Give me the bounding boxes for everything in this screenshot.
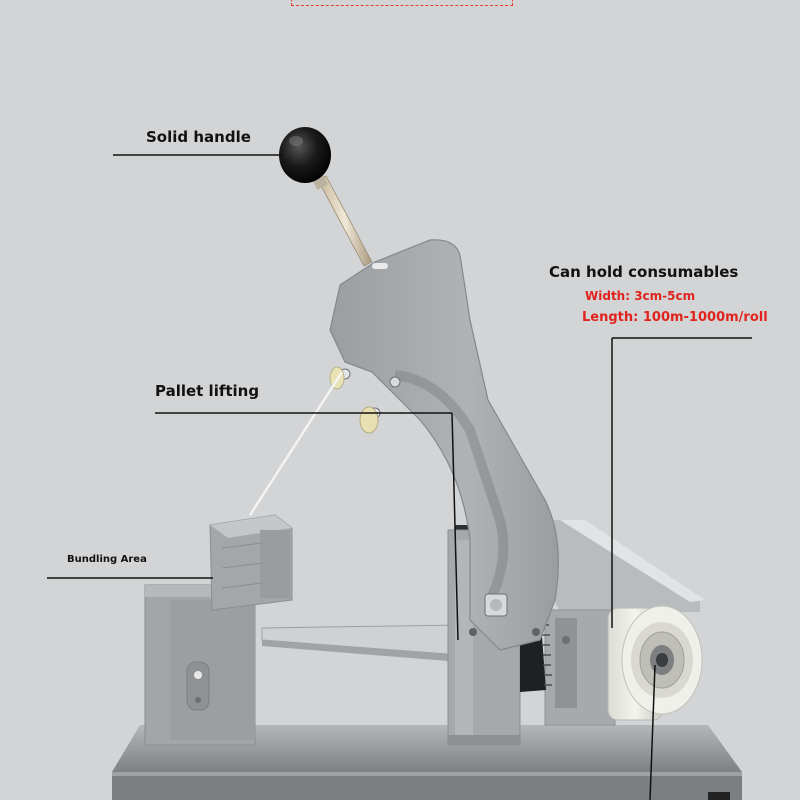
pallet-tray — [261, 624, 461, 662]
length-label: Length: 100m-1000m/roll — [582, 310, 768, 325]
tape-strand — [248, 371, 344, 516]
foot — [708, 792, 730, 800]
guide-rollers — [329, 366, 379, 434]
tape-roll — [607, 605, 703, 721]
bundling-label: Bundling Area — [67, 554, 147, 565]
bundling-box — [144, 584, 256, 746]
pallet-label: Pallet lifting — [155, 382, 260, 400]
roll-bracket — [544, 609, 616, 726]
handle — [279, 127, 373, 267]
lever-arm — [329, 239, 559, 651]
callout-lines — [47, 154, 752, 800]
dashed-frame — [291, 0, 513, 6]
width-label: Width: 3cm-5cm — [585, 289, 696, 303]
handle-label: Solid handle — [146, 128, 251, 146]
base-plate — [112, 725, 742, 800]
consumables-label: Can hold consumables — [549, 263, 739, 281]
bundling-head — [209, 514, 293, 611]
